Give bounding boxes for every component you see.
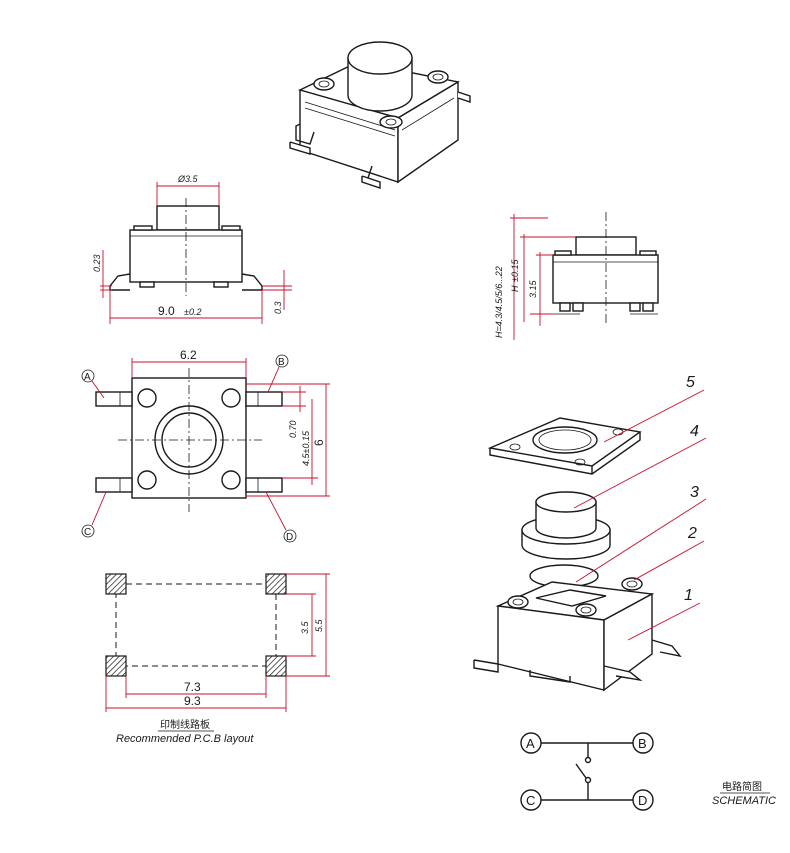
- schematic-caption-en: SCHEMATIC: [712, 795, 776, 807]
- height-body: [552, 254, 659, 304]
- dim-070: 0.70: [288, 420, 298, 438]
- dim-93: 9.3: [184, 694, 201, 708]
- dim-left: 0.23: [92, 254, 102, 272]
- part-1-front: [497, 605, 605, 691]
- dim-diameter: Ø3.5: [177, 174, 199, 184]
- height-view: H=4.3/4.5/5/6...22 H ±0.15 3.15: [494, 212, 659, 340]
- dim-right: 0.3: [273, 301, 283, 314]
- dim-315: 3.15: [528, 279, 538, 298]
- callout-4: 4: [690, 423, 699, 440]
- top-view: 6.2 0.70 4.5±0.15 6 A B C D: [81, 348, 330, 543]
- callout-5: 5: [686, 374, 695, 391]
- schematic-label-b: B: [638, 736, 647, 751]
- pcb-caption-en: Recommended P.C.B layout: [116, 733, 254, 745]
- schematic-label-c: C: [526, 793, 535, 808]
- dim-6: 6: [312, 439, 326, 446]
- top-pin-d: [245, 477, 283, 493]
- top-pin-label-d: D: [286, 532, 293, 543]
- iso-right-face: [397, 80, 459, 184]
- dim-h: H: [510, 285, 520, 292]
- callout-3: 3: [690, 484, 699, 501]
- dim-top: 6.2: [180, 348, 197, 362]
- pcb-pad-bl: [105, 655, 127, 677]
- isometric-view: [289, 41, 471, 189]
- dim-h-range: H=4.3/4.5/5/6...22: [494, 266, 504, 338]
- dim-45: 4.5±0.15: [301, 430, 311, 466]
- dim-55: 5.5: [314, 618, 324, 632]
- schematic-label-d: D: [638, 793, 647, 808]
- schematic-label-a: A: [526, 736, 535, 751]
- pcb-pad-tl: [105, 573, 127, 595]
- dim-73: 7.3: [184, 680, 201, 694]
- dim-width-tol: ±0.2: [184, 307, 201, 317]
- schematic-caption-cn: 电路简图: [722, 780, 762, 793]
- callout-2: 2: [687, 525, 697, 542]
- top-pin-label-c: C: [84, 527, 91, 538]
- schematic: A B C D 电路简图 SCHEMATIC: [520, 732, 776, 811]
- callout-1: 1: [684, 587, 693, 604]
- dim-h-tol: ±0.15: [510, 259, 520, 282]
- exploded-view: 5 4 3 2 1: [473, 374, 707, 692]
- top-pin-a: [95, 391, 133, 407]
- top-pin-b: [245, 391, 283, 407]
- dim-width: 9.0: [158, 304, 175, 318]
- pcb-layout: 3.5 5.5 7.3 9.3 印制线路板 Recommended P.C.B …: [105, 573, 330, 745]
- part-2-contact: [621, 577, 643, 591]
- top-pin-c: [95, 477, 133, 493]
- dim-35: 3.5: [300, 620, 310, 634]
- top-pin-label-b: B: [278, 357, 285, 368]
- side-plunger: [156, 205, 220, 231]
- top-pin-label-a: A: [84, 372, 91, 383]
- pcb-caption-cn: 印制线路板: [160, 718, 210, 731]
- side-view: Ø3.5 9.0 ±0.2 0.23 0.3: [92, 174, 292, 324]
- pcb-pad-tr: [265, 573, 287, 595]
- pcb-pad-br: [265, 655, 287, 677]
